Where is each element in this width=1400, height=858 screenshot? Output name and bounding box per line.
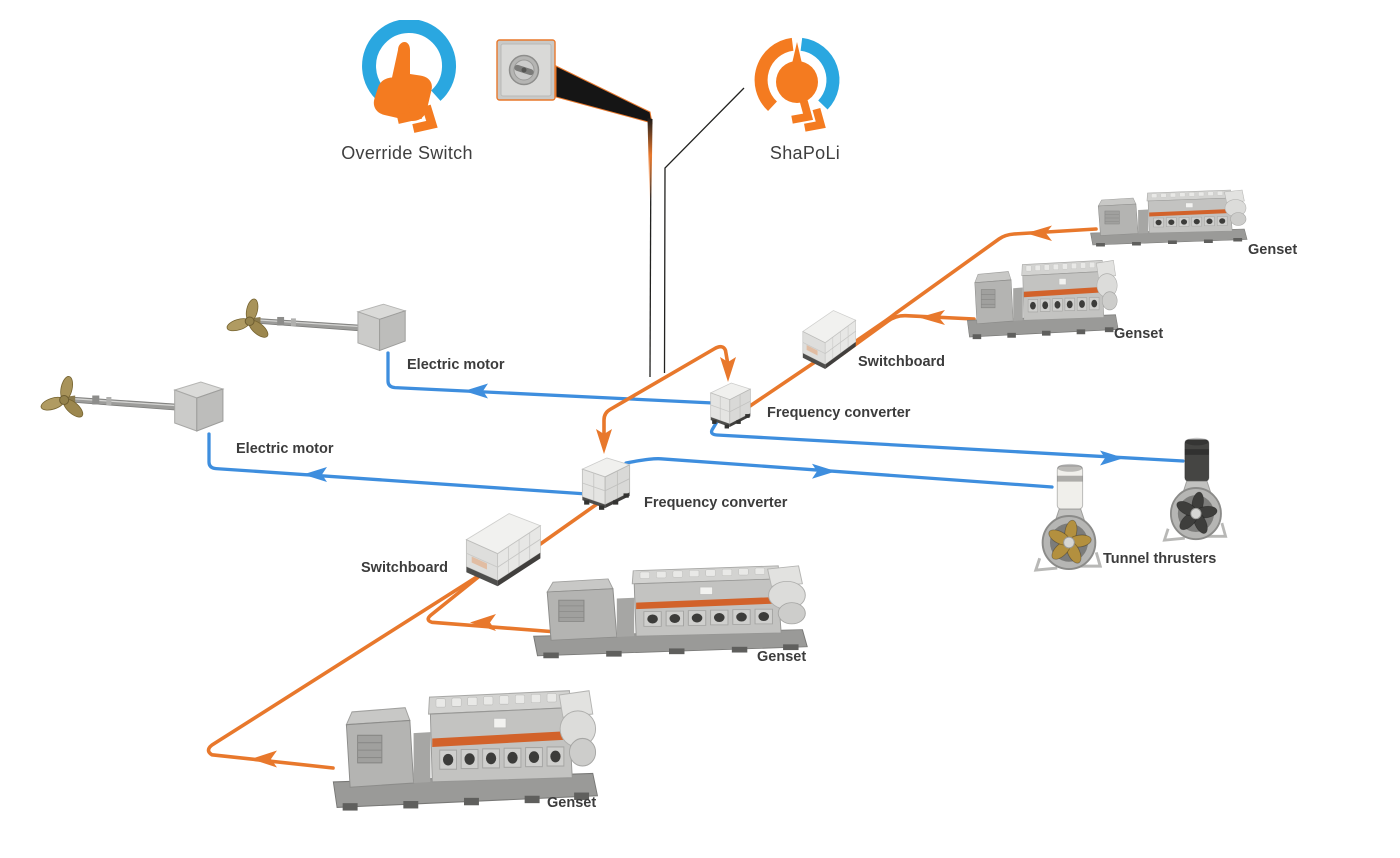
arrow-left-icon <box>303 467 327 482</box>
double-chevron-icon <box>396 95 438 133</box>
switchboard-right <box>802 310 857 370</box>
electric-motor-top-label: Electric motor <box>407 357 505 373</box>
blue-flow-arrows <box>303 383 1124 482</box>
arrow-left-icon <box>919 310 945 325</box>
genset-top-right <box>1090 189 1248 247</box>
genset-middle <box>533 565 808 659</box>
electric-motor-top <box>226 297 406 352</box>
pointing-hand-icon <box>373 42 432 121</box>
line-shapoli-to-freqconvs <box>602 344 730 439</box>
line-freqconv-right-to-motor-top <box>386 351 715 405</box>
genset-mid-right-label: Genset <box>1114 326 1164 342</box>
frequency-converter-right <box>710 382 751 429</box>
switchboard-right-label: Switchboard <box>858 354 946 370</box>
override-ring <box>362 20 456 102</box>
frequency-converter-center <box>581 457 631 511</box>
gauge-arc-orange <box>754 37 794 112</box>
tunnel-thrusters-label: Tunnel thrusters <box>1103 551 1217 567</box>
arrow-down-icon <box>596 429 612 454</box>
switchboard-left <box>465 513 541 587</box>
line-freqconv-right-to-thruster-right <box>709 418 1185 463</box>
orange-power-lines <box>206 227 1098 770</box>
line-switchboard-right-to-freqconv-right <box>748 358 820 408</box>
electric-motor-bottom <box>40 374 224 432</box>
arrow-left-icon <box>251 750 277 768</box>
orange-flow-arrows <box>251 225 1052 768</box>
shapoli-label: ShaPoLi <box>769 143 841 163</box>
override-switch-icon <box>362 20 456 133</box>
arrow-right-icon <box>812 463 836 479</box>
line-genset-mid-to-switchboard-left <box>426 564 559 634</box>
switchboard-left-label: Switchboard <box>361 560 449 576</box>
genset-bottom-label: Genset <box>547 795 597 811</box>
line-freqconv-center-to-motor-bottom <box>207 432 589 496</box>
line-genset-bottom-to-switchboard-left <box>206 571 485 770</box>
genset-top-right-label: Genset <box>1248 242 1298 258</box>
key-switch-icon <box>496 39 653 200</box>
tunnel-thruster-right <box>1162 436 1228 542</box>
frequency-converter-center-label: Frequency converter <box>644 495 788 511</box>
line-freqconv-center-to-thruster-left <box>624 457 1054 489</box>
electric-motor-bottom-label: Electric motor <box>236 441 334 457</box>
arrow-right-icon <box>1100 450 1124 466</box>
arrow-left-icon <box>470 614 496 631</box>
tunnel-thruster-left <box>1034 462 1102 572</box>
genset-mid-right <box>966 260 1119 340</box>
double-chevron-icon <box>791 99 826 132</box>
shapoli-icon <box>754 37 840 132</box>
arrow-down-icon <box>720 357 736 382</box>
gauge-center <box>776 61 818 103</box>
blue-power-lines <box>207 351 1185 496</box>
genset-middle-label: Genset <box>757 649 807 665</box>
line-genset-mr-to-switchboard-right <box>839 313 976 357</box>
gauge-arc-blue <box>800 37 840 110</box>
line-switchboard-left-to-freqconv-center <box>537 502 599 547</box>
frequency-converter-right-label: Frequency converter <box>767 405 911 421</box>
arrow-left-icon <box>464 383 488 399</box>
leader-lines <box>649 87 745 378</box>
arrow-left-icon <box>1026 225 1052 241</box>
override-switch-label: Override Switch <box>341 143 473 163</box>
leader-shapoli <box>663 87 745 374</box>
